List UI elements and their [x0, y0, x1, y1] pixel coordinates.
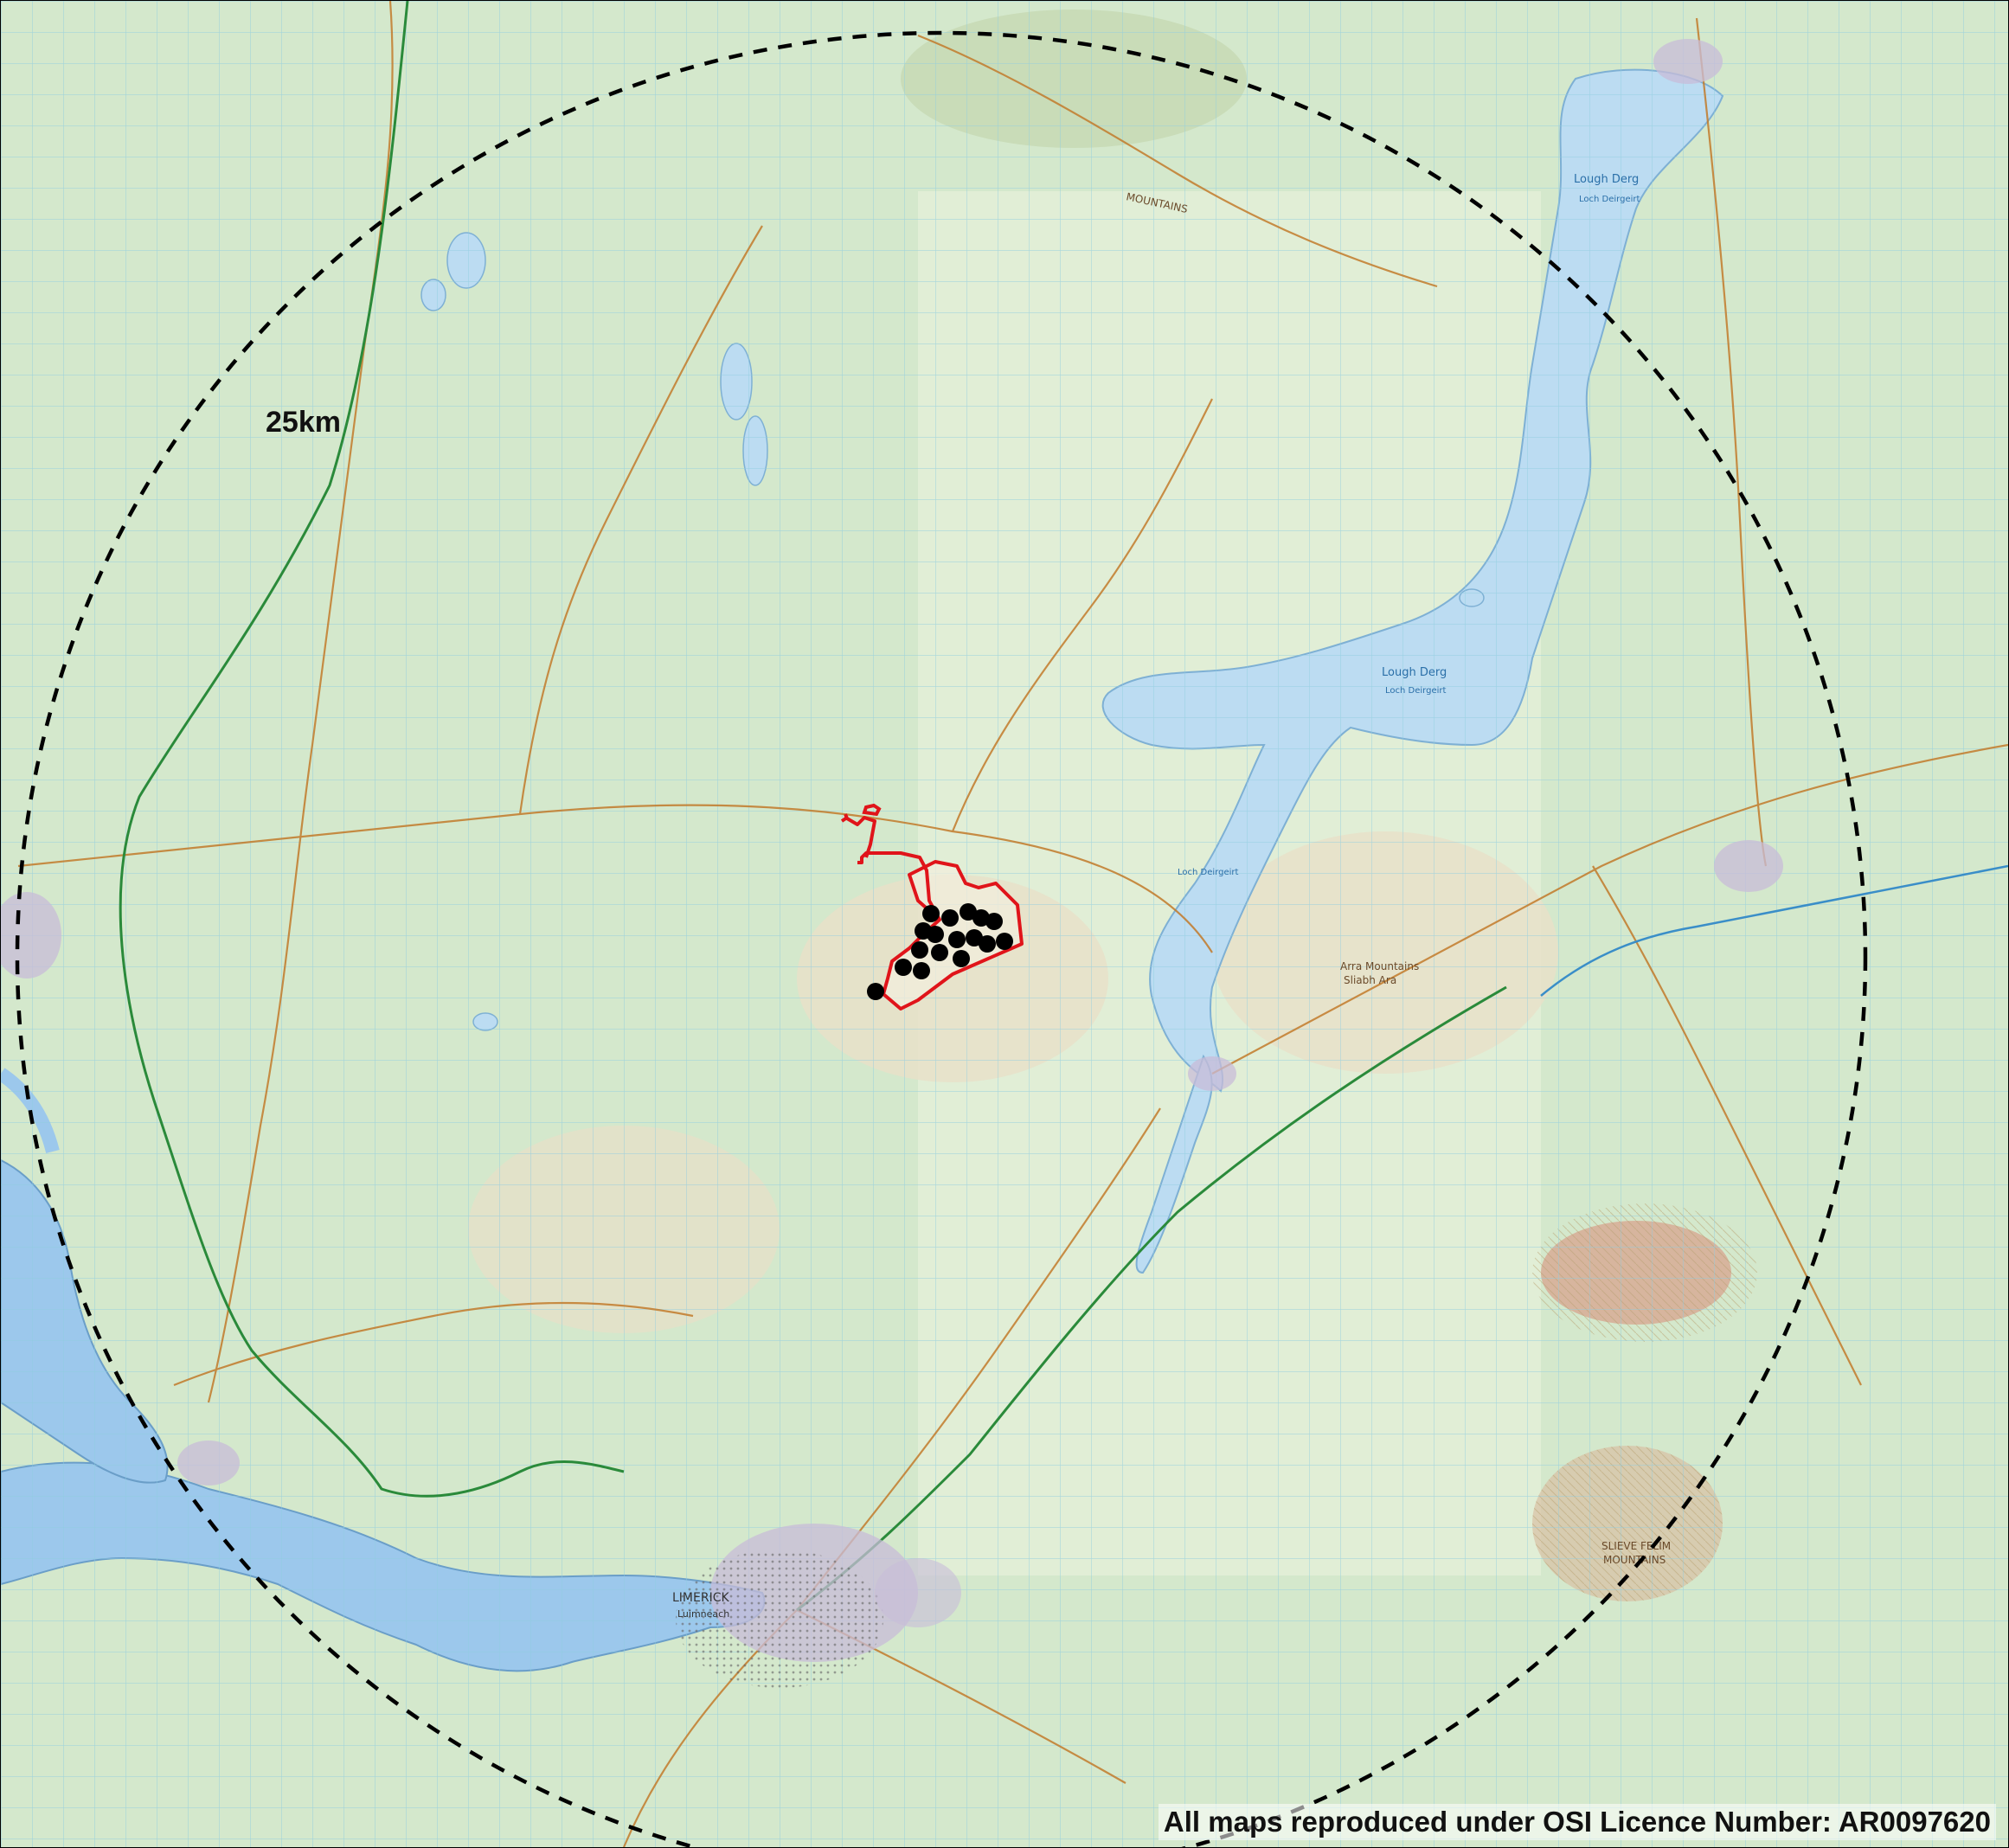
- label-slieve-felim-sub: MOUNTAINS: [1603, 1554, 1666, 1566]
- turbine-marker[interactable]: [895, 959, 912, 976]
- turbine-marker[interactable]: [922, 905, 940, 922]
- label-limerick-irish: Luimneach: [677, 1608, 729, 1620]
- turbine-marker[interactable]: [979, 935, 996, 953]
- label-arra-irish: Sliabh Ara: [1344, 974, 1396, 986]
- label-lough-derg-north: Lough Derg: [1574, 173, 1639, 186]
- towns: [1, 39, 1783, 1485]
- turbine-marker[interactable]: [941, 909, 959, 927]
- label-arra-mountains: Arra Mountains: [1340, 960, 1419, 972]
- turbine-marker[interactable]: [985, 913, 1003, 930]
- river-east: [1540, 864, 2008, 997]
- label-lough-derg-north-irish: Loch Deirgeirt: [1579, 195, 1640, 204]
- turbine-marker[interactable]: [972, 909, 990, 927]
- label-lough-derg-south-irish: Loch Deirgeirt: [1385, 686, 1446, 696]
- grid-connection-spur: [840, 803, 882, 823]
- turbine-layout: [867, 903, 1013, 1000]
- turbine-marker[interactable]: [927, 926, 944, 943]
- motorways: [119, 1, 1507, 1612]
- turbine-marker[interactable]: [966, 929, 983, 946]
- label-limerick: LIMERICK: [672, 1591, 729, 1605]
- licence-notice: All maps reproduced under OSI Licence Nu…: [1158, 1804, 1996, 1840]
- limerick-city: [676, 1524, 961, 1688]
- turbine-marker[interactable]: [960, 903, 977, 921]
- buffer-circle-25km: [16, 31, 1867, 1847]
- turbine-marker[interactable]: [953, 950, 970, 967]
- turbine-marker[interactable]: [911, 941, 928, 959]
- radius-label: 25km: [266, 406, 341, 439]
- label-lough-derg-lower: Loch Deirgeirt: [1178, 868, 1238, 877]
- turbine-marker[interactable]: [948, 931, 966, 948]
- label-lough-derg-south: Lough Derg: [1382, 666, 1447, 679]
- turbine-marker[interactable]: [931, 944, 948, 961]
- turbine-marker[interactable]: [996, 933, 1013, 950]
- turbine-marker[interactable]: [867, 983, 884, 1000]
- turbine-marker[interactable]: [913, 962, 930, 979]
- label-slieve-felim: SLIEVE FELIM: [1601, 1540, 1671, 1552]
